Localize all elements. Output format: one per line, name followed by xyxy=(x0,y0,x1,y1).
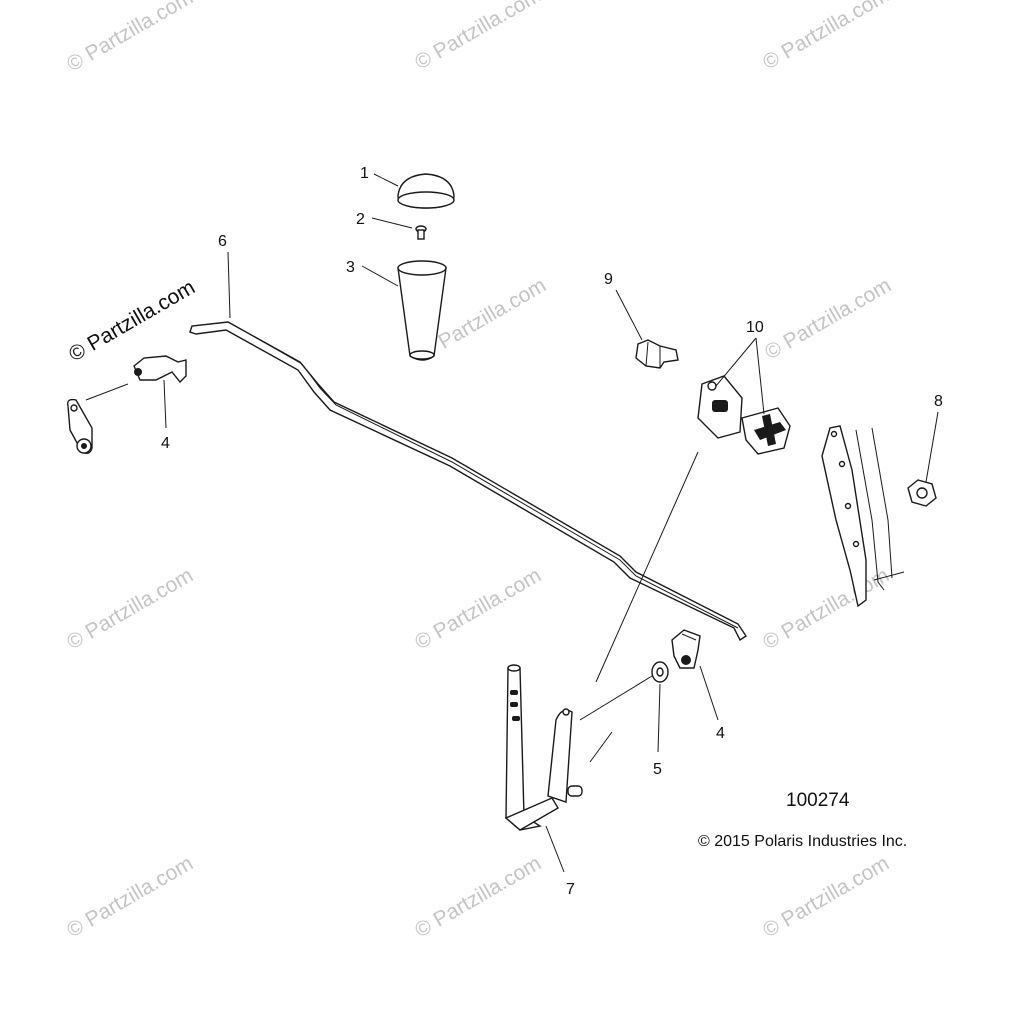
washer-icon xyxy=(651,661,669,683)
callout-9: 9 xyxy=(604,271,613,288)
watermark: © Partzilla.com xyxy=(759,564,893,655)
callout-6: 6 xyxy=(218,233,227,250)
watermark-dark: © Partzilla.com xyxy=(65,276,199,367)
link-plate xyxy=(66,398,93,455)
callout-7: 7 xyxy=(566,881,575,898)
pivot-clip-icon xyxy=(671,629,701,669)
watermark: © Partzilla.com xyxy=(759,0,893,74)
watermark: © Partzilla.com xyxy=(63,852,197,943)
leader-lines xyxy=(85,173,939,873)
watermark: © Partzilla.com xyxy=(411,852,545,943)
frame-bracket xyxy=(821,425,905,608)
watermark: © Partzilla.com xyxy=(411,0,545,74)
callout-1: 1 xyxy=(360,165,369,182)
callout-2: 2 xyxy=(356,211,365,228)
callout-4: 4 xyxy=(716,725,725,742)
callouts: 1 2 3 4 4 5 6 7 8 9 10 xyxy=(161,165,943,898)
screw-icon xyxy=(415,225,427,240)
diagram-part-number: 100274 xyxy=(786,790,850,811)
watermark: © Partzilla.com xyxy=(411,564,545,655)
bolt-icon xyxy=(635,339,679,369)
callout-4: 4 xyxy=(161,435,170,452)
watermarks: © Partzilla.com © Partzilla.com © Partzi… xyxy=(63,0,895,942)
callout-5: 5 xyxy=(653,761,662,778)
pivot-clip-icon xyxy=(133,355,187,384)
shift-rod-icon xyxy=(189,321,747,642)
watermark: © Partzilla.com xyxy=(761,274,895,365)
watermark: © Partzilla.com xyxy=(759,852,893,943)
callout-8: 8 xyxy=(934,393,943,410)
bushing-icon xyxy=(697,375,791,455)
callout-10: 10 xyxy=(746,319,764,336)
copyright-notice: © 2015 Polaris Industries Inc. xyxy=(698,833,907,850)
shift-lever-icon xyxy=(504,664,583,831)
watermark: © Partzilla.com xyxy=(63,564,197,655)
knob-cap-icon xyxy=(397,173,455,209)
shift-knob-icon xyxy=(397,260,447,361)
callout-3: 3 xyxy=(346,259,355,276)
nut-icon xyxy=(907,479,937,507)
watermark: © Partzilla.com xyxy=(63,0,197,76)
